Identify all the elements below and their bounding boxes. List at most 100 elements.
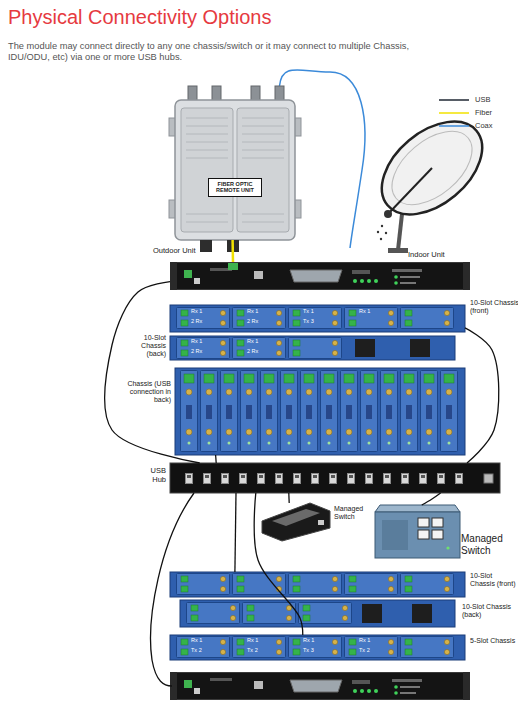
legend-text: Fiber	[475, 107, 492, 119]
legend-line	[439, 112, 469, 114]
usb-port	[348, 474, 355, 484]
card-module	[401, 574, 454, 595]
enclosure	[175, 100, 295, 240]
port-label: 2 Rx	[191, 348, 217, 354]
feed-arm	[388, 168, 432, 214]
port-label: Tx 3	[303, 647, 329, 653]
port-label: Tx 1	[303, 308, 329, 314]
card-module	[361, 371, 378, 452]
device-name: Indoor Unit	[408, 251, 478, 260]
indoor-unit-rack	[170, 672, 470, 700]
network-port	[432, 518, 443, 527]
card-module	[321, 371, 338, 452]
card-module	[281, 371, 298, 452]
usb-hub-body	[170, 463, 500, 493]
usb-port	[240, 474, 247, 484]
card-module	[233, 338, 286, 359]
dish-ring	[379, 117, 486, 219]
legend-line	[439, 125, 469, 127]
usb-port	[456, 474, 463, 484]
card-module	[261, 371, 278, 452]
usb-hub: USB Hub	[170, 463, 500, 493]
usb-cable	[422, 493, 441, 505]
card-module	[301, 371, 318, 452]
card-module	[345, 308, 398, 329]
usb-port	[276, 474, 283, 484]
legend-row: USB	[438, 94, 516, 106]
chassis-10-slot-front: 10-Slot Chassis (front)	[170, 572, 465, 597]
port-label: Tx 2	[359, 647, 385, 653]
card-module	[421, 371, 438, 452]
usb-port	[258, 474, 265, 484]
legend-sample	[438, 120, 470, 132]
chassis-back	[180, 600, 455, 627]
chassis-front	[170, 635, 465, 660]
signal-dot	[385, 232, 387, 234]
feed-horn	[384, 210, 392, 218]
port-label: 2 Rx	[191, 318, 217, 324]
usb-cable	[465, 328, 499, 463]
usb-cable	[235, 493, 236, 572]
card-module	[381, 371, 398, 452]
card-module	[401, 308, 454, 329]
usb-port	[330, 474, 337, 484]
port-label: 2 Rx	[247, 348, 273, 354]
legend-sample	[438, 107, 470, 119]
port-label: Rx 1	[303, 637, 329, 643]
port-label: 2 Rx	[247, 318, 273, 324]
card-module	[243, 603, 296, 624]
device-name: Outdoor Unit	[153, 247, 213, 256]
managed-switch-small: Managed Switch	[262, 503, 330, 541]
card-module	[289, 574, 342, 595]
card-module	[441, 371, 458, 452]
usb-port	[384, 474, 391, 484]
enclosure-panel	[237, 108, 289, 232]
intro-text: The module may connect directly to any o…	[8, 41, 440, 62]
port-label: Tx 2	[247, 647, 273, 653]
card-module	[187, 603, 240, 624]
usb-port	[312, 474, 319, 484]
usb-cable	[288, 493, 290, 503]
signal-dot	[377, 231, 379, 233]
device-label: FIBER OPTIC REMOTE UNIT	[208, 178, 262, 197]
card-module	[233, 308, 286, 329]
card-module	[401, 371, 418, 452]
network-port	[418, 530, 429, 539]
chassis-front	[175, 368, 465, 455]
card-module	[201, 371, 218, 452]
fiber-cable	[231, 240, 234, 262]
card-module	[289, 308, 342, 329]
card-module	[233, 637, 286, 658]
card-module	[177, 338, 230, 359]
device-name: Managed Switch	[334, 505, 376, 521]
chassis-front	[170, 572, 465, 597]
switch-panel	[382, 520, 408, 550]
power-module	[412, 604, 432, 623]
device-name: Chassis (USB connection in back)	[123, 380, 171, 404]
switch-label-plate	[272, 509, 320, 526]
usb-port	[186, 474, 193, 484]
usb-cable	[215, 455, 217, 463]
card-module	[181, 371, 198, 452]
n-connector	[188, 86, 197, 101]
device-name: 10-Slot Chassis (front)	[470, 299, 518, 315]
dish-reflector	[364, 103, 499, 233]
device-name: 10-Slot Chassis (back)	[462, 603, 516, 619]
device-name: 10-Slot Chassis (back)	[120, 334, 166, 358]
device-name: 10-Slot Chassis (front)	[470, 572, 518, 588]
legend-text: Coax	[475, 120, 493, 132]
n-connector	[212, 86, 221, 101]
network-port	[318, 520, 324, 525]
chassis-5-slot: 5-Slot Chassis	[170, 635, 465, 660]
usb-port	[204, 474, 211, 484]
port-label: Rx 1	[359, 308, 385, 314]
dish-base	[388, 248, 408, 253]
chassis-back	[170, 336, 455, 360]
port-label: Tx 2	[191, 647, 217, 653]
usb-port	[402, 474, 409, 484]
device-name: Managed Switch	[461, 533, 517, 556]
usb-cable	[104, 282, 199, 463]
legend-row: Coax	[438, 120, 516, 132]
